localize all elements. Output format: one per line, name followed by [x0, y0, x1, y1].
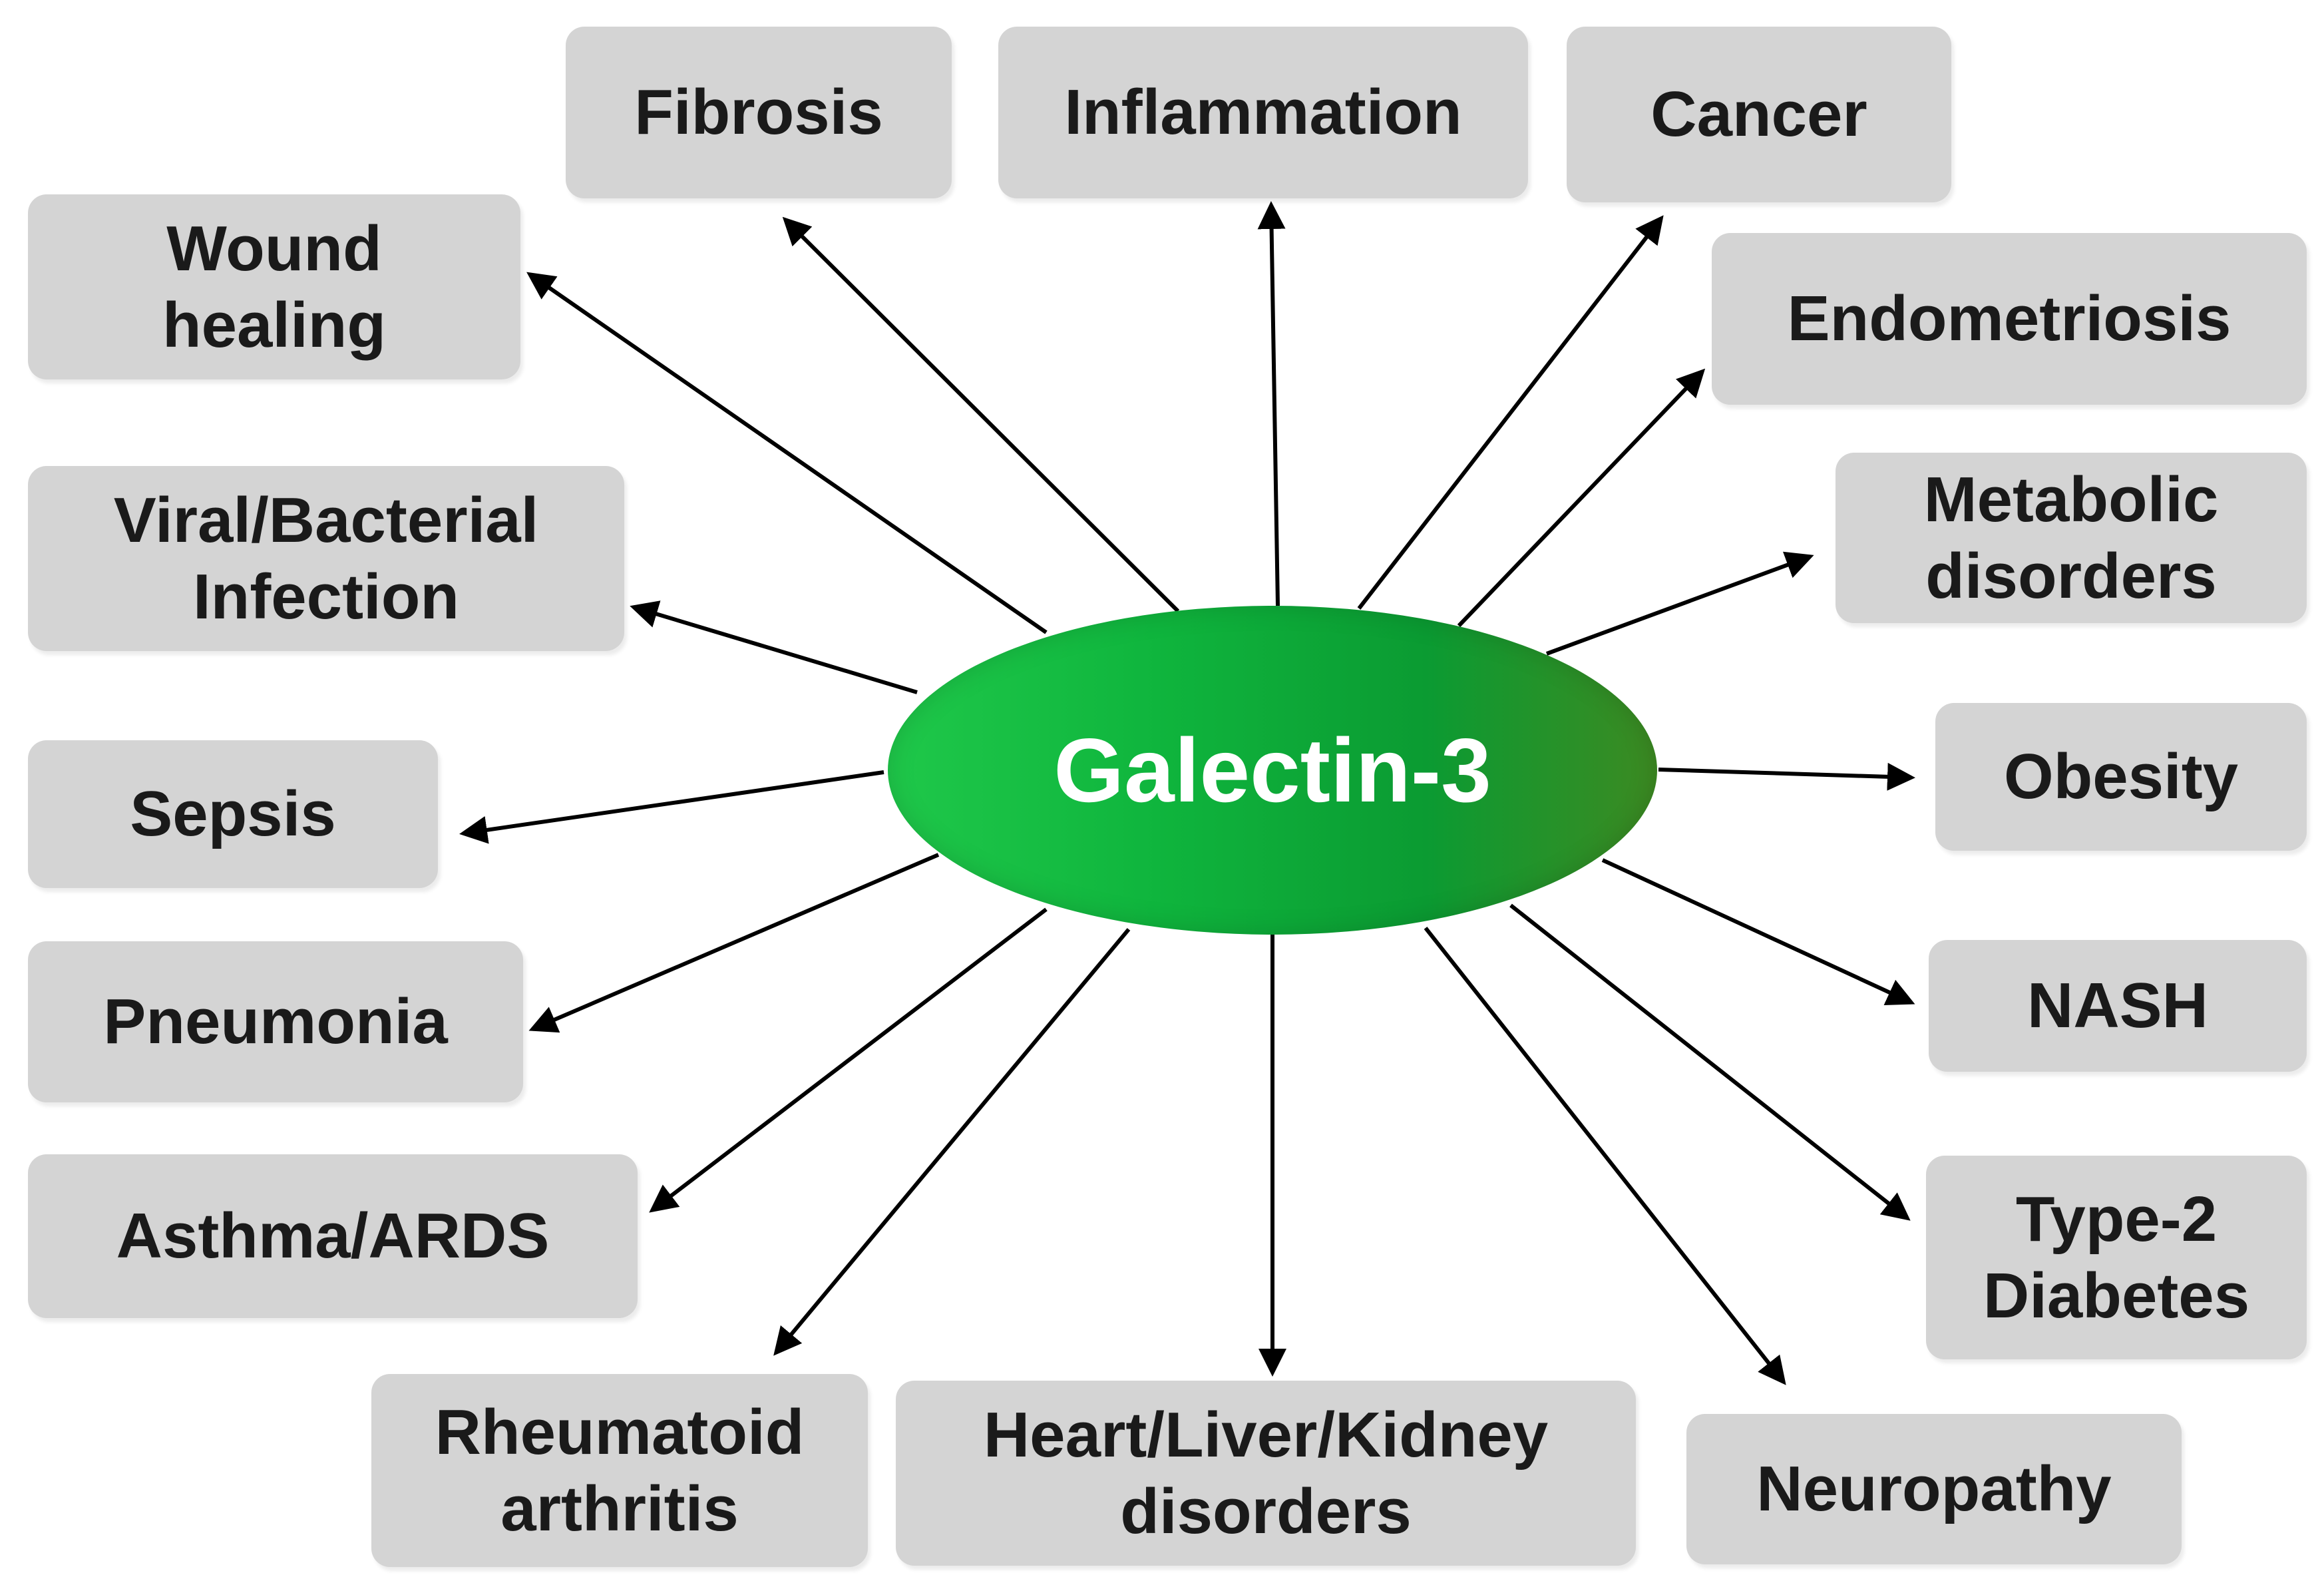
arrow-to-inflammation: [1257, 201, 1286, 606]
arrow-to-neuropathy: [1424, 927, 1786, 1385]
arrow-to-endometriosis: [1457, 368, 1706, 628]
arrow-to-obesity: [1658, 762, 1915, 791]
node-metabolic-disorders: Metabolic disorders: [1836, 453, 2307, 623]
node-wound-healing: Wound healing: [28, 194, 520, 379]
node-cancer: Cancer: [1567, 27, 1951, 202]
node-inflammation: Inflammation: [998, 27, 1528, 198]
arrow-to-cancer: [1357, 215, 1664, 610]
arrow-to-rheumatoid: [773, 928, 1131, 1356]
node-nash: NASH: [1929, 940, 2307, 1072]
node-type-2-diabetes: Type-2 Diabetes: [1926, 1156, 2307, 1359]
arrow-to-fibrosis: [782, 216, 1180, 613]
node-endometriosis: Endometriosis: [1712, 233, 2307, 405]
node-neuropathy: Neuropathy: [1686, 1414, 2182, 1564]
node-fibrosis: Fibrosis: [566, 27, 952, 198]
node-obesity: Obesity: [1935, 703, 2307, 851]
arrow-to-wound-healing: [526, 272, 1048, 634]
arrow-to-nash: [1601, 858, 1915, 1005]
arrow-to-pneumonia: [528, 853, 940, 1033]
arrow-to-viral-bacterial: [630, 600, 918, 694]
node-pneumonia: Pneumonia: [28, 941, 523, 1102]
arrow-to-type-2-diabetes: [1509, 903, 1911, 1221]
node-asthma-ards: Asthma/ARDS: [28, 1154, 638, 1318]
node-sepsis: Sepsis: [28, 740, 438, 888]
hub-label: Galectin-3: [1054, 720, 1491, 821]
node-heart-liver-kidney-disorders: Heart/Liver/Kidney disorders: [896, 1381, 1636, 1566]
galectin-3-hub: Galectin-3: [888, 606, 1657, 935]
arrow-to-sepsis: [459, 770, 884, 844]
node-viral-bacterial-infection: Viral/Bacterial Infection: [28, 466, 624, 651]
arrow-to-asthma-ards: [649, 907, 1048, 1213]
arrow-to-metabolic: [1545, 551, 1814, 656]
node-rheumatoid-arthritis: Rheumatoid arthritis: [371, 1374, 868, 1567]
